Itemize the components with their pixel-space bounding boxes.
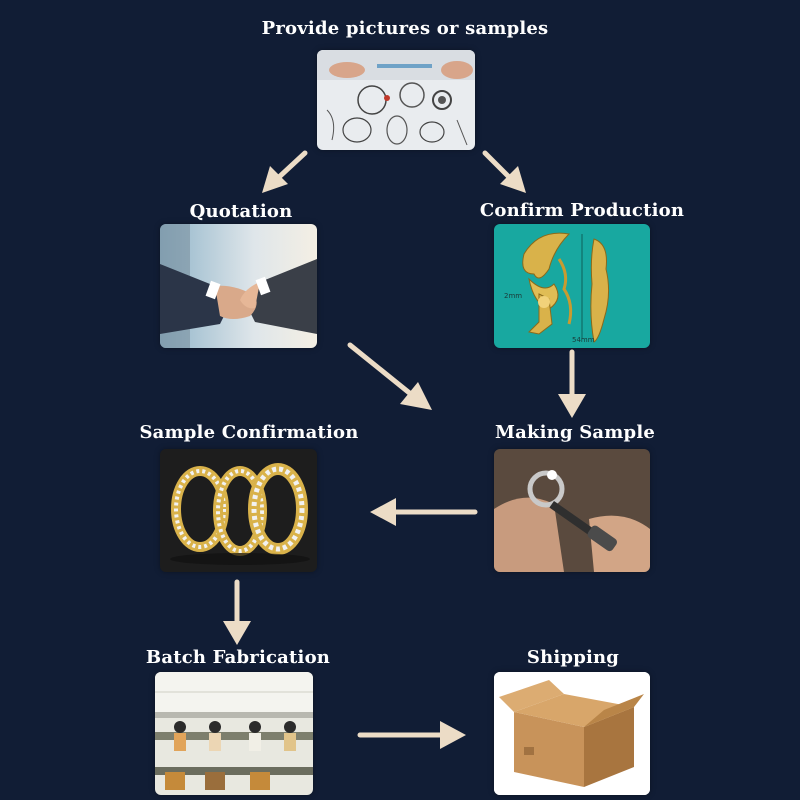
cardboard-box-illustration (494, 672, 650, 795)
arrow-batch-to-shipping (357, 721, 466, 749)
step-label-confirm-production: Confirm Production (479, 200, 685, 221)
step-label-quotation: Quotation (189, 201, 293, 222)
shipping-box-photo (494, 672, 650, 795)
arrow-sample-confirmation-to-batch (223, 579, 251, 645)
cad-width-annotation: 2mm (504, 292, 522, 300)
arrow-provide-to-confirm-production (482, 150, 526, 193)
arrow-making-to-sample-confirmation (370, 498, 478, 526)
factory-illustration (155, 672, 313, 795)
step-label-provide: Provide pictures or samples (261, 18, 549, 39)
step-label-making-sample: Making Sample (494, 422, 656, 443)
arrow-provide-to-quotation (262, 150, 308, 193)
step-label-sample-confirmation: Sample Confirmation (139, 422, 359, 443)
step-label-batch-fabrication: Batch Fabrication (145, 647, 331, 668)
cad-render-illustration: 2mm 54mm (494, 224, 650, 348)
sketch-illustration (317, 50, 475, 150)
step-label-shipping: Shipping (526, 647, 620, 668)
handshake-photo (160, 224, 317, 348)
cad-height-annotation: 54mm (572, 336, 595, 344)
sketch-photo (317, 50, 475, 150)
making-sample-photo (494, 449, 650, 572)
arrow-quotation-to-making-sample (347, 342, 432, 410)
arrow-confirm-to-making-sample (558, 349, 586, 418)
handshake-illustration (160, 224, 317, 348)
rings-illustration (160, 449, 317, 572)
making-sample-illustration (494, 449, 650, 572)
rings-photo (160, 449, 317, 572)
factory-photo (155, 672, 313, 795)
cad-render-photo: 2mm 54mm (494, 224, 650, 348)
